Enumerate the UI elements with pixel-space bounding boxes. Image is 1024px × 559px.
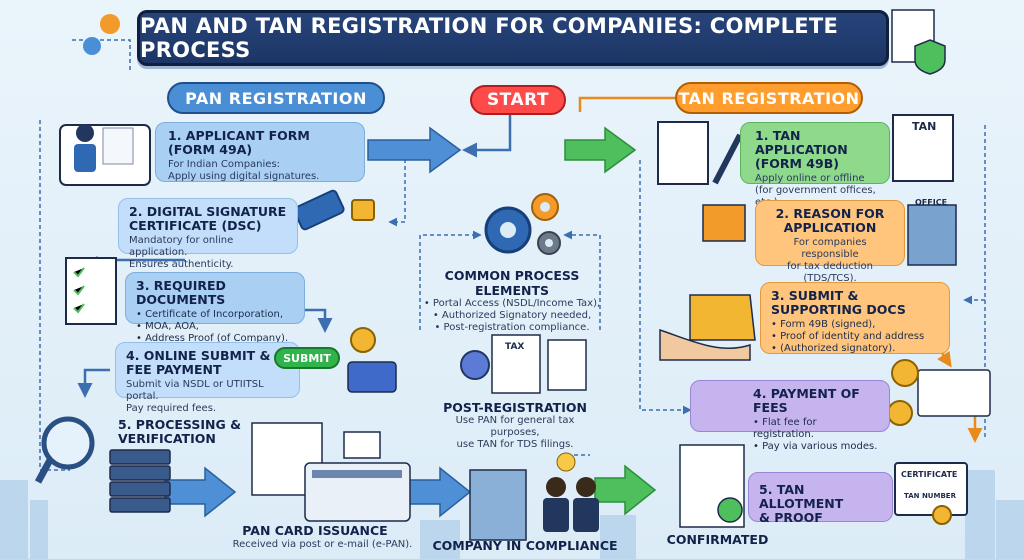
pan-step-2-title: 2. DIGITAL SIGNATURE: [129, 204, 287, 219]
tan-step-4: 4. PAYMENT OF FEES Flat fee for registra…: [690, 380, 890, 452]
tan-step-1-subtitle: (FORM 49B): [755, 156, 839, 171]
pan-step-1-text-2: Apply using digital signatures.: [168, 171, 320, 182]
pan-step-3-list: Certificate of Incorporation, MOA, AOA, …: [136, 309, 294, 345]
tan-step-3: 3. SUBMIT & SUPPORTING DOCS Form 49B (si…: [760, 282, 950, 354]
common-elements: COMMON PROCESS ELEMENTS • Portal Access …: [412, 268, 612, 334]
post-registration: POST-REGISTRATION Use PAN for general ta…: [430, 400, 600, 451]
pan-registration-label: PAN REGISTRATION: [167, 82, 385, 114]
pan-step-4-subtitle: FEE PAYMENT: [126, 362, 222, 377]
common-bullet-3: Post-registration compliance.: [443, 322, 590, 333]
pan-step-1-subtitle: (FORM 49A): [168, 142, 253, 157]
pan-step-1-text-1: For Indian Companies:: [168, 159, 281, 170]
tan-number-label: TAN NUMBER: [904, 492, 956, 500]
tan-step-2-title: 2. REASON FOR: [775, 206, 885, 221]
pan-card-text: Received via post or e-mail (e-PAN).: [232, 539, 413, 550]
list-item: Form 49B (signed),: [771, 319, 939, 331]
list-item: Pay via various modes.: [753, 441, 879, 453]
tan-registration-label: TAN REGISTRATION: [675, 82, 863, 114]
pan-step-1: 1. APPLICANT FORM (FORM 49A) For Indian …: [155, 122, 365, 182]
common-elements-title: COMMON PROCESS ELEMENTS: [444, 268, 580, 298]
pan-step-4: 4. ONLINE SUBMIT & FEE PAYMENT Submit vi…: [115, 342, 300, 414]
pan-card-title: PAN CARD ISSUANCE: [242, 523, 388, 538]
list-item: Address Proof (of Company).: [136, 333, 294, 345]
pan-step-5: 5. PROCESSING & VERIFICATION: [112, 416, 252, 450]
pan-step-4-text-2: Pay required fees.: [126, 403, 217, 414]
post-registration-title: POST-REGISTRATION: [443, 400, 587, 415]
tan-step-2-subtitle: APPLICATION: [783, 220, 877, 235]
tan-step-5-subtitle: & PROOF: [759, 510, 823, 525]
list-item: • Authorized Signatory needed,: [432, 310, 592, 321]
start-label: START: [470, 85, 566, 115]
pan-step-4-title: 4. ONLINE SUBMIT &: [126, 348, 271, 363]
list-item: Flat fee for registration.: [753, 417, 879, 441]
pan-step-2-subtitle: CERTIFICATE (DSC): [129, 218, 262, 233]
pan-step-5-subtitle: VERIFICATION: [118, 431, 216, 446]
list-item: MOA, AOA,: [136, 321, 294, 333]
tan-step-1-text-1: Apply online or offline: [755, 173, 865, 184]
pan-step-2-text-1: Mandatory for online application.: [129, 235, 234, 258]
tan-step-1: 1. TAN APPLICATION (FORM 49B) Apply onli…: [740, 122, 890, 208]
gear-icon: [83, 14, 561, 255]
tan-step-3-list: Form 49B (signed), Proof of identity and…: [771, 319, 939, 355]
pan-step-2-text-2: Ensures authenticity.: [129, 259, 234, 270]
tan-step-4-list: Flat fee for registration. Pay via vario…: [753, 417, 879, 453]
post-registration-text-2: use TAN for TDS filings.: [456, 439, 574, 450]
tan-step-4-title: 4. PAYMENT OF FEES: [753, 386, 860, 415]
tan-step-3-title: 3. SUBMIT &: [771, 288, 859, 303]
pan-step-1-title: 1. APPLICANT FORM: [168, 128, 310, 143]
pan-step-2: 2. DIGITAL SIGNATURE CERTIFICATE (DSC) M…: [118, 198, 298, 270]
tax-document-label: TAX: [505, 342, 525, 352]
submit-button-illustration: SUBMIT: [274, 347, 340, 369]
page-title: PAN AND TAN REGISTRATION FOR COMPANIES: …: [137, 10, 889, 66]
tan-step-1-title: 1. TAN APPLICATION: [755, 128, 848, 157]
post-registration-text-1: Use PAN for general tax purposes,: [455, 415, 575, 438]
company-compliance-label: COMPANY IN COMPLIANCE: [432, 538, 618, 553]
tan-step-2-text-1: For companies responsible: [793, 237, 867, 260]
pan-step-3-title: 3. REQUIRED DOCUMENTS: [136, 278, 226, 307]
tan-step-2-text-2: for tax deduction (TDS/TCS).: [787, 261, 873, 284]
list-item: • Post-registration compliance.: [434, 322, 590, 333]
confirmed-label: CONFIRMATED: [666, 532, 769, 547]
office-label: OFFICE: [915, 198, 948, 207]
tan-document-label: TAN: [912, 120, 937, 133]
pan-step-4-text-1: Submit via NSDL or UTIITSL portal.: [126, 379, 264, 402]
tan-step-3-subtitle: SUPPORTING DOCS: [771, 302, 906, 317]
tan-step-2: 2. REASON FOR APPLICATION For companies …: [755, 200, 905, 284]
pan-step-5-title: 5. PROCESSING &: [118, 417, 241, 432]
certificate-label: CERTIFICATE: [901, 470, 958, 479]
list-item: Proof of identity and address: [771, 331, 939, 343]
applicant-icon: [59, 124, 151, 186]
tan-step-5-title: 5. TAN ALLOTMENT: [759, 482, 844, 511]
pan-step-3: 3. REQUIRED DOCUMENTS Certificate of Inc…: [125, 272, 305, 344]
list-item: Certificate of Incorporation,: [136, 309, 294, 321]
common-bullet-1: Portal Access (NSDL/Income Tax),: [432, 298, 601, 309]
list-item: (Authorized signatory).: [771, 343, 939, 355]
list-item: • Portal Access (NSDL/Income Tax),: [423, 298, 601, 309]
common-bullet-2: Authorized Signatory needed,: [441, 310, 592, 321]
tan-step-5: 5. TAN ALLOTMENT & PROOF: [748, 472, 893, 525]
